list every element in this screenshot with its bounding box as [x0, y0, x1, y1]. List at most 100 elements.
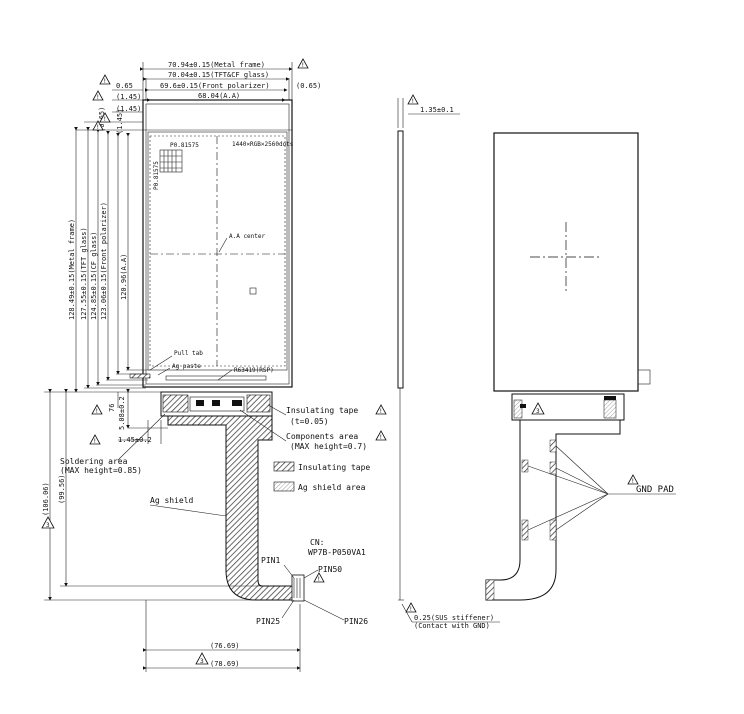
legend-swatch-ag-shield	[273, 481, 295, 492]
svg-text:!: !	[411, 98, 415, 105]
ag-paste-leader	[157, 367, 171, 376]
component-3	[232, 400, 242, 406]
warning-triangle-14: !	[405, 602, 417, 613]
warning-triangle-4: !	[92, 120, 104, 131]
warning-triangle-5: !	[99, 112, 111, 123]
insulating-tape-label: Insulating tape	[286, 406, 358, 415]
side-panel	[397, 130, 404, 389]
back-side-tab	[637, 369, 651, 385]
metal-frame-height-label: 128.49±0.15(Metal frame)	[68, 219, 76, 320]
aa-width-label: 68.04(A.A)	[198, 92, 240, 100]
svg-text:!: !	[379, 434, 383, 441]
tft-glass-outline	[145, 103, 290, 385]
soldering-height-label: (MAX height=0.85)	[60, 466, 142, 475]
pin25-label: PIN25	[256, 617, 280, 626]
aa-center-label: A.A center	[229, 233, 266, 240]
gnd-pad-4	[521, 519, 529, 541]
warning-triangle-15: 3	[531, 402, 545, 415]
polarizer-height-label: 123.06±0.15(Front polarizer)	[100, 202, 108, 320]
warning-triangle-1: !	[297, 58, 309, 69]
ag-shield-label: Ag shield	[150, 496, 194, 505]
warning-triangle-6: !	[91, 404, 103, 415]
pin50-label: PIN50	[318, 565, 342, 574]
svg-text:!: !	[96, 94, 100, 101]
top-row-label-3: (1.45)	[116, 105, 141, 113]
gnd-pad-5	[549, 519, 557, 541]
warning-triangle-7: !	[89, 434, 101, 445]
pixel-detail	[159, 149, 183, 173]
cn-part-label: WP7B-P050VA1	[308, 548, 366, 557]
back-fpc-tail	[485, 419, 621, 601]
svg-text:!: !	[103, 78, 107, 85]
cn-label: CN:	[310, 538, 324, 547]
gnd-pad-label: GND PAD	[636, 485, 674, 495]
warning-triangle-16: !	[627, 474, 639, 485]
svg-text:!: !	[301, 62, 305, 69]
front-annotations: Insulating tape (t=0.05) Components area…	[60, 404, 370, 672]
stiffener-note: (Contact with GND)	[414, 622, 490, 630]
top-right-dim-label: (0.65)	[296, 82, 321, 90]
insulating-tape-left	[162, 394, 189, 413]
top-dimensions: 70.94±0.15(Metal frame) 70.04±0.15(TFT&C…	[112, 61, 321, 113]
components-height-label: (MAX height=0.7)	[290, 442, 367, 451]
insulating-tape-thickness: (t=0.05)	[290, 417, 329, 426]
dim-7869-label: (78.69)	[210, 660, 240, 668]
soldering-area-label: Soldering area	[60, 457, 128, 466]
tft-glass-height-label: 127.55±0.15(TFT glass)	[80, 227, 88, 320]
tft-glass-width-label: 70.04±0.15(TFT&CF glass)	[168, 71, 269, 79]
ag-paste-label: Ag paste	[172, 363, 201, 370]
component-2	[212, 400, 220, 406]
gnd-pad-1	[521, 459, 529, 473]
dim-99-label: (99.56)	[58, 474, 66, 504]
svg-text:!: !	[95, 408, 99, 415]
svg-text:3: 3	[536, 408, 540, 415]
dim-106-label: (106.06)	[42, 482, 50, 516]
warning-triangle-13: !	[407, 94, 419, 105]
components-area-label: Components area	[286, 432, 358, 441]
legend-ag-shield-area: Ag shield area	[298, 483, 366, 492]
fpc-tail-ag-shield	[167, 415, 301, 601]
cf-glass-height-label: 124.85±0.15(CF glass)	[90, 231, 98, 320]
ic-area-shape	[165, 375, 267, 381]
insulating-tape-right	[246, 394, 271, 413]
pull-tab-shape	[129, 373, 151, 379]
back-connector	[485, 579, 495, 601]
svg-text:!: !	[96, 124, 100, 131]
warning-triangle-3: !	[92, 90, 104, 101]
dim-5-label: 5.08±0.2	[118, 396, 126, 430]
legend-swatch-insulating	[273, 461, 295, 472]
warning-triangle-10: 3	[41, 516, 55, 529]
front-view: A.A center 1440×RGB×2560dots P0.81575 P0…	[129, 99, 305, 602]
warning-triangle-8: !	[375, 404, 387, 415]
stiffener-label: 0.25(SUS stiffener)	[414, 614, 494, 622]
driver-ic-leader	[217, 369, 233, 381]
back-view: GND PAD	[485, 132, 676, 601]
svg-text:!: !	[379, 408, 383, 415]
svg-text:!: !	[409, 606, 413, 613]
side-view: 1.35±0.1 0.25(SUS stiffener) (Contact wi…	[397, 98, 500, 630]
pixel-pitch-label: P0.81575	[170, 142, 199, 149]
pin1-label: PIN1	[261, 556, 280, 565]
pull-tab-leader	[149, 355, 173, 371]
top-row-label-1: 0.65	[116, 82, 133, 90]
aa-center-leader	[218, 237, 228, 253]
resolution-label: 1440×RGB×2560dots	[232, 141, 294, 148]
pull-tab-label: Pull tab	[174, 350, 203, 357]
svg-text:3: 3	[200, 658, 204, 665]
side-thickness-label: 1.35±0.1	[420, 106, 454, 114]
dim-145-label: 1.45±0.2	[118, 436, 152, 444]
polarizer-width-label: 69.6±0.15(Front polarizer)	[160, 82, 270, 90]
warning-triangle-9: !	[375, 430, 387, 441]
cf-glass-outline	[147, 131, 288, 371]
dim-76-label: 76	[108, 404, 116, 412]
pin26-label: PIN26	[344, 617, 368, 626]
svg-text:3: 3	[46, 522, 50, 529]
svg-text:!: !	[317, 576, 321, 583]
svg-text:!: !	[93, 438, 97, 445]
warning-triangle-11: 3	[195, 652, 209, 665]
corner-mark	[249, 287, 257, 295]
component-1	[196, 400, 204, 406]
aa-height-label: 120.96(A.A)	[120, 254, 128, 300]
svg-text:!: !	[103, 116, 107, 123]
